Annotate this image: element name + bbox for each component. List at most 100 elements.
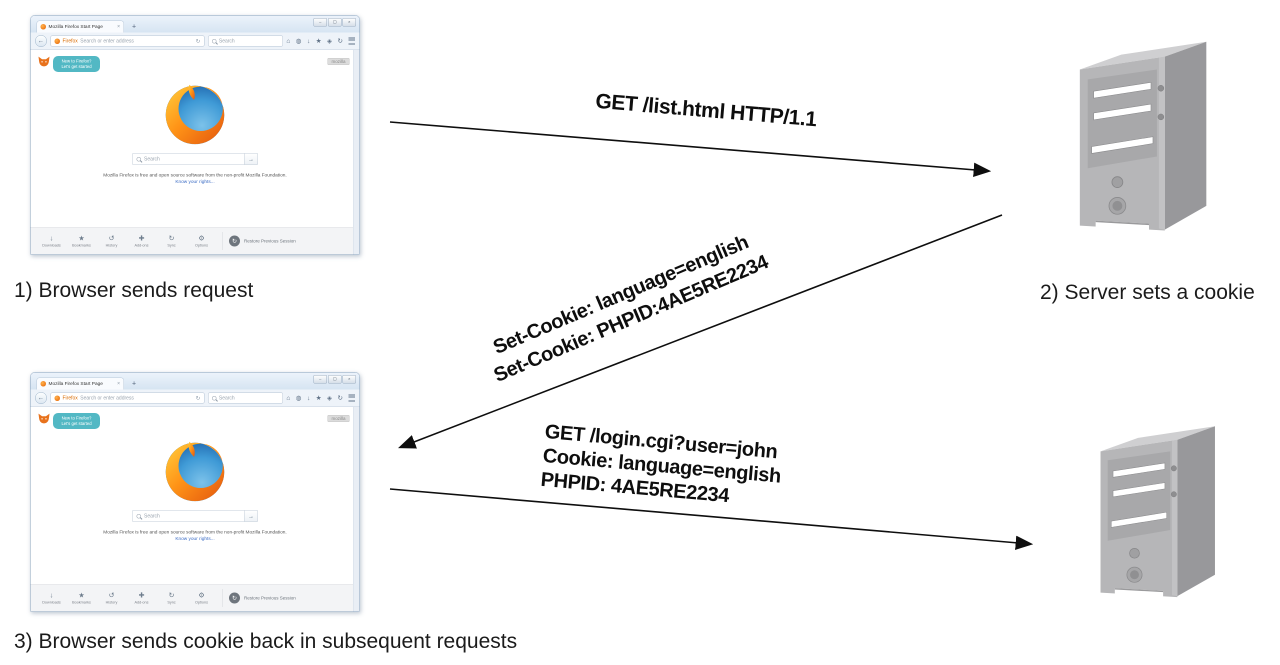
launcher-item-addons[interactable]: ✚ Add-ons (127, 235, 157, 248)
back-button[interactable]: ← (35, 35, 47, 47)
firefox-favicon-icon (40, 24, 46, 30)
mozilla-wordmark: mozilla (327, 58, 350, 65)
fox-head-icon (38, 413, 50, 424)
start-page-search: Search → (132, 510, 258, 522)
shield-icon[interactable]: ◈ (327, 394, 333, 402)
search-go-button[interactable]: → (244, 510, 258, 522)
arrow-request2 (389, 488, 1034, 550)
close-button[interactable]: × (342, 375, 356, 384)
reload-icon[interactable]: ↻ (195, 395, 201, 402)
firefox-tour-bubble[interactable]: New to Firefox? Let's get started (38, 56, 100, 73)
bookmarks-icon[interactable]: ★ (315, 394, 322, 402)
star-icon: ★ (78, 234, 85, 242)
search-go-button[interactable]: → (244, 153, 258, 165)
toolbar-icons: ⌂ ◍ ↓ ★ ◈ ↻ (286, 394, 355, 402)
know-your-rights-link[interactable]: Know your rights... (175, 536, 215, 542)
maximize-button[interactable]: ▢ (328, 375, 342, 384)
browser-screenshot-2: Mozilla Firefox Start Page × + – ▢ × ← F… (30, 372, 360, 612)
search-icon (136, 513, 141, 519)
caption-step3: 3) Browser sends cookie back in subseque… (14, 630, 518, 653)
reload-icon[interactable]: ↻ (195, 38, 201, 45)
shield-icon[interactable]: ◈ (327, 37, 333, 45)
search-icon (211, 395, 217, 401)
restore-label: Restore Previous Session (244, 595, 296, 601)
launcher-item-options[interactable]: ⚙ Options (187, 235, 217, 248)
bookmarks-icon[interactable]: ★ (315, 37, 322, 45)
menu-icon[interactable] (348, 394, 355, 402)
start-search-input[interactable]: Search (132, 153, 245, 165)
launcher-label: Add-ons (134, 600, 149, 605)
new-tab-button[interactable]: + (131, 22, 137, 30)
browser-screenshot-1: Mozilla Firefox Start Page × + – ▢ × ← F… (30, 15, 360, 255)
url-site-label: Firefox (62, 38, 78, 44)
sync-icon[interactable]: ↻ (337, 394, 343, 402)
globe-icon[interactable]: ◍ (295, 37, 302, 45)
restore-icon: ↻ (229, 592, 240, 604)
toolbar-search-input[interactable]: Search (207, 392, 283, 404)
close-button[interactable]: × (342, 18, 356, 27)
caption-step2: 2) Server sets a cookie (1040, 281, 1255, 304)
firefox-site-icon (54, 38, 60, 44)
tab-firefox-start-page[interactable]: Mozilla Firefox Start Page × (36, 377, 124, 390)
navigation-toolbar: ← Firefox Search or enter address ↻ Sear… (30, 32, 360, 50)
tab-close-icon[interactable]: × (117, 23, 120, 30)
server-illustration-2 (1088, 412, 1240, 602)
launcher-item-bookmarks[interactable]: ★ Bookmarks (67, 235, 97, 248)
firefox-tour-bubble[interactable]: New to Firefox? Let's get started (38, 413, 100, 430)
clock-icon: ↺ (108, 234, 115, 242)
launcher-item-options[interactable]: ⚙ Options (187, 592, 217, 605)
scrollbar[interactable] (353, 50, 360, 255)
minimize-button[interactable]: – (313, 375, 327, 384)
launcher-item-history[interactable]: ↺ History (97, 235, 127, 248)
gear-icon: ⚙ (198, 591, 205, 599)
launcher-item-downloads[interactable]: ↓ Downloads (37, 592, 67, 605)
tab-close-icon[interactable]: × (117, 380, 120, 387)
launcher-item-sync[interactable]: ↻ Sync (157, 592, 187, 605)
launcher-item-bookmarks[interactable]: ★ Bookmarks (67, 592, 97, 605)
tab-firefox-start-page[interactable]: Mozilla Firefox Start Page × (36, 20, 124, 33)
home-icon[interactable]: ⌂ (286, 394, 291, 402)
launcher-item-sync[interactable]: ↻ Sync (157, 235, 187, 248)
restore-session-button[interactable]: ↻ Restore Previous Session (229, 235, 296, 247)
downloads-icon[interactable]: ↓ (306, 37, 311, 45)
new-tab-button[interactable]: + (131, 379, 137, 387)
sync-icon[interactable]: ↻ (337, 37, 343, 45)
search-placeholder: Search (218, 38, 235, 44)
server-illustration-1 (1066, 26, 1234, 236)
firefox-window: Mozilla Firefox Start Page × + – ▢ × ← F… (30, 372, 360, 612)
launcher-item-addons[interactable]: ✚ Add-ons (127, 592, 157, 605)
download-icon: ↓ (49, 234, 54, 242)
start-search-placeholder: Search (144, 156, 160, 162)
launcher-label: Downloads (42, 243, 61, 248)
scrollbar[interactable] (353, 407, 360, 612)
minimize-button[interactable]: – (313, 18, 327, 27)
clock-icon: ↺ (108, 591, 115, 599)
info-text: Mozilla Firefox is free and open source … (103, 529, 287, 536)
firefox-logo (165, 441, 225, 502)
back-button[interactable]: ← (35, 392, 47, 404)
restore-session-button[interactable]: ↻ Restore Previous Session (229, 592, 296, 604)
url-bar[interactable]: Firefox Search or enter address ↻ (50, 392, 205, 404)
url-bar[interactable]: Firefox Search or enter address ↻ (50, 35, 205, 47)
search-icon (136, 156, 141, 162)
downloads-icon[interactable]: ↓ (306, 394, 311, 402)
launcher-label: Sync (167, 243, 176, 248)
launcher-label: History (105, 600, 118, 605)
launcher-item-downloads[interactable]: ↓ Downloads (37, 235, 67, 248)
tour-bubble-text: New to Firefox? Let's get started (53, 56, 100, 73)
start-search-input[interactable]: Search (132, 510, 245, 522)
puzzle-icon: ✚ (138, 591, 145, 599)
launcher-item-history[interactable]: ↺ History (97, 592, 127, 605)
know-your-rights-link[interactable]: Know your rights... (175, 179, 215, 185)
arrow-request1 (389, 121, 992, 177)
menu-icon[interactable] (348, 37, 355, 45)
mozilla-info-text: Mozilla Firefox is free and open source … (102, 529, 288, 542)
home-icon[interactable]: ⌂ (286, 37, 291, 45)
toolbar-search-input[interactable]: Search (207, 35, 283, 47)
maximize-button[interactable]: ▢ (328, 18, 342, 27)
server-tower-icon (1100, 426, 1215, 598)
globe-icon[interactable]: ◍ (295, 394, 302, 402)
start-page-launcher: ↓ Downloads ★ Bookmarks ↺ History ✚ Add-… (30, 584, 360, 612)
restore-label: Restore Previous Session (244, 238, 296, 244)
